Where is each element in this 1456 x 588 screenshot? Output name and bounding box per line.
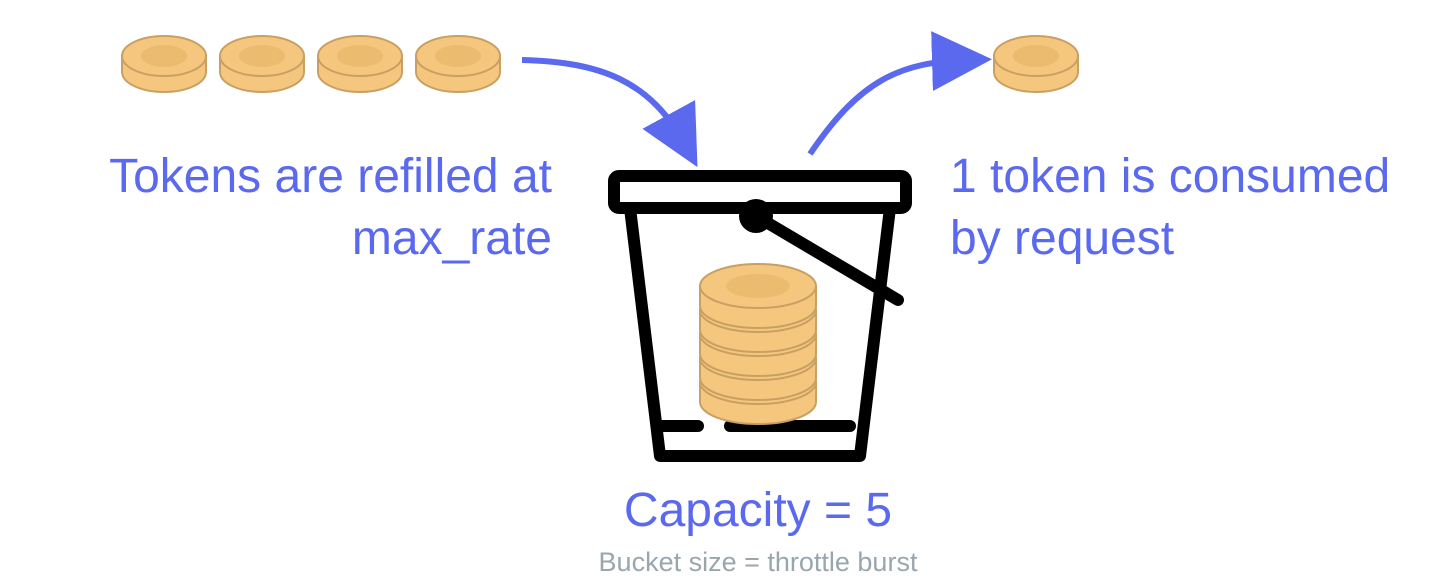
consume-arrow-icon (807, 31, 992, 156)
token-stack (699, 263, 817, 425)
refill-arrow-icon (521, 57, 698, 168)
consume-label-line-2: by request (950, 212, 1175, 265)
consume-label: 1 token is consumed by request (950, 146, 1390, 270)
incoming-tokens (121, 35, 501, 93)
coin-icon (993, 35, 1079, 93)
bucket-handle-icon (739, 199, 904, 306)
refill-rate-label: Tokens are refilled at max_rate (109, 146, 552, 270)
consume-label-line-1: 1 token is consumed (950, 150, 1391, 203)
coin-icon (219, 35, 305, 93)
bucket-size-caption: Bucket size = throttle burst (598, 547, 918, 577)
consumed-tokens (993, 35, 1079, 93)
coin-icon (317, 35, 403, 93)
refill-label-line-1: Tokens are refilled at (109, 150, 552, 203)
coin-icon (415, 35, 501, 93)
coin-icon (121, 35, 207, 93)
coin-icon (699, 263, 817, 329)
capacity-label: Capacity = 5 (623, 484, 893, 537)
refill-label-line-2: max_rate (351, 212, 552, 265)
